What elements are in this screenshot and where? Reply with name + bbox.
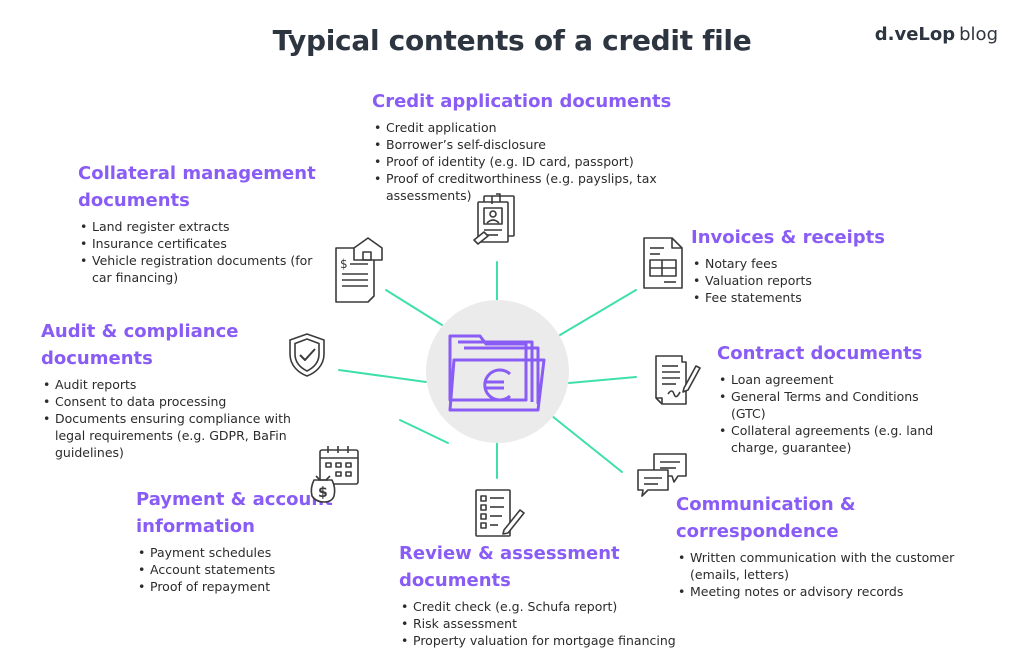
list-item: Consent to data processing [41, 393, 321, 410]
section-payment: Payment & account information Payment sc… [136, 486, 366, 595]
list-item: Collateral agreements (e.g. land charge,… [717, 422, 957, 456]
section-heading: Payment & account information [136, 489, 333, 537]
item-list: Written communication with the customer … [676, 549, 956, 600]
list-item: Proof of repayment [136, 578, 366, 595]
property-document-icon: $ [335, 237, 383, 303]
section-heading: Collateral management documents [78, 163, 316, 211]
list-item: Proof of creditworthiness (e.g. payslips… [372, 170, 732, 204]
brand-name: d.veLop [874, 24, 956, 45]
list-item: Loan agreement [717, 371, 957, 388]
signed-contract-icon [655, 355, 701, 405]
list-item: Account statements [136, 561, 366, 578]
section-collateral: Collateral management documents Land reg… [78, 160, 318, 286]
connector-audit [338, 369, 427, 383]
list-item: Notary fees [691, 255, 941, 272]
list-item: Insurance certificates [78, 235, 318, 252]
section-heading: Audit & compliance documents [41, 321, 239, 369]
svg-text:$: $ [318, 485, 328, 501]
connector-payment [399, 419, 449, 444]
section-heading: Invoices & receipts [691, 227, 885, 248]
item-list: Notary fees Valuation reports Fee statem… [691, 255, 941, 306]
list-item: Meeting notes or advisory records [676, 583, 956, 600]
list-item: Audit reports [41, 376, 321, 393]
section-heading: Credit application documents [372, 91, 672, 112]
list-item: Land register extracts [78, 218, 318, 235]
list-item: Credit check (e.g. Schufa report) [399, 598, 679, 615]
euro-folder-icon [448, 334, 546, 412]
section-credit-application: Credit application documents Credit appl… [372, 88, 732, 204]
connector-contract [568, 376, 637, 384]
connector-collateral [385, 289, 443, 326]
list-item: General Terms and Conditions (GTC) [717, 388, 957, 422]
chat-bubbles-icon [637, 453, 687, 497]
calendar-money-icon: $ [310, 446, 359, 503]
list-item: Borrower’s self-disclosure [372, 136, 732, 153]
list-item: Vehicle registration documents (for car … [78, 252, 318, 286]
list-item: Fee statements [691, 289, 941, 306]
page-title: Typical contents of a credit file [272, 24, 752, 57]
list-item: Payment schedules [136, 544, 366, 561]
section-audit: Audit & compliance documents Audit repor… [41, 318, 321, 461]
section-heading: Contract documents [717, 343, 923, 364]
section-heading: Communication & correspondence [676, 494, 856, 542]
section-review: Review & assessment documents Credit che… [399, 540, 679, 649]
list-item: Property valuation for mortgage financin… [399, 632, 679, 649]
invoice-icon [643, 237, 683, 289]
list-item: Proof of identity (e.g. ID card, passpor… [372, 153, 732, 170]
list-item: Valuation reports [691, 272, 941, 289]
checklist-icon [475, 489, 525, 537]
brand-suffix: blog [959, 24, 998, 45]
item-list: Credit application Borrower’s self-discl… [372, 119, 732, 204]
connector-communication [551, 415, 623, 473]
section-invoices: Invoices & receipts Notary fees Valuatio… [691, 224, 941, 306]
connector-invoices [559, 289, 637, 336]
item-list: Credit check (e.g. Schufa report) Risk a… [399, 598, 679, 649]
item-list: Payment schedules Account statements Pro… [136, 544, 366, 595]
section-heading: Review & assessment documents [399, 543, 620, 591]
list-item: Credit application [372, 119, 732, 136]
svg-text:$: $ [340, 257, 348, 271]
shield-check-icon [289, 333, 325, 377]
item-list: Land register extracts Insurance certifi… [78, 218, 318, 286]
item-list: Audit reports Consent to data processing… [41, 376, 321, 461]
section-communication: Communication & correspondence Written c… [676, 491, 956, 600]
id-documents-icon [473, 193, 515, 245]
list-item: Risk assessment [399, 615, 679, 632]
item-list: Loan agreement General Terms and Conditi… [717, 371, 957, 456]
section-contract: Contract documents Loan agreement Genera… [717, 340, 957, 456]
list-item: Documents ensuring compliance with legal… [41, 410, 321, 461]
list-item: Written communication with the customer … [676, 549, 956, 583]
